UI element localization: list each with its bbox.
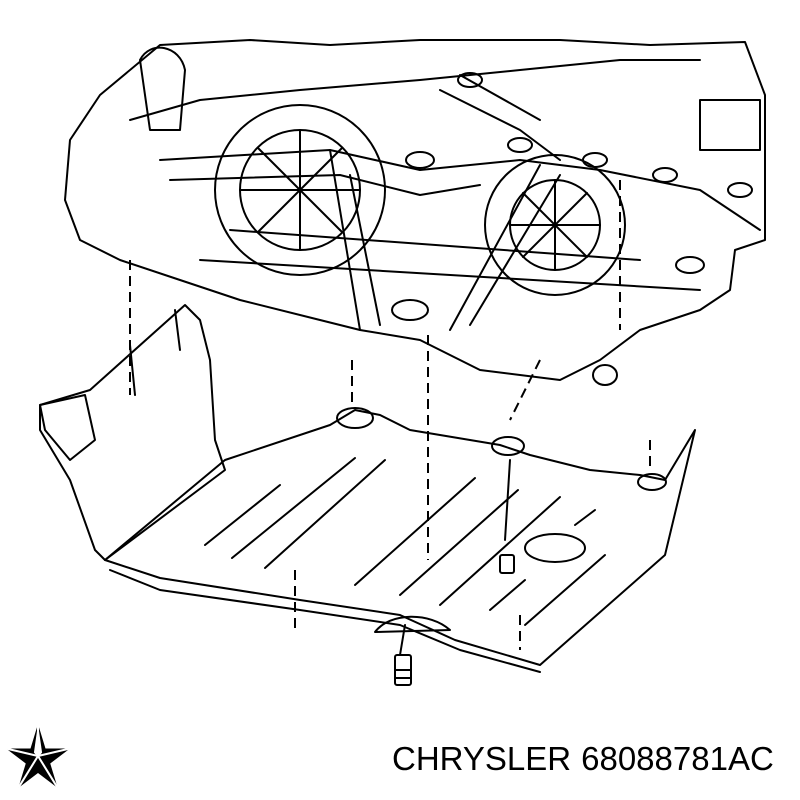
part-number: 68088781AC <box>581 740 774 777</box>
brand-name: CHRYSLER <box>392 740 572 777</box>
alignment-lines <box>129 180 651 650</box>
pentastar-icon <box>5 724 71 789</box>
engine-cradle-assembly <box>64 39 766 386</box>
fasteners <box>394 459 515 686</box>
skid-plate <box>104 407 696 673</box>
side-splash-shield <box>39 304 226 561</box>
exploded-parts-diagram <box>39 39 766 686</box>
